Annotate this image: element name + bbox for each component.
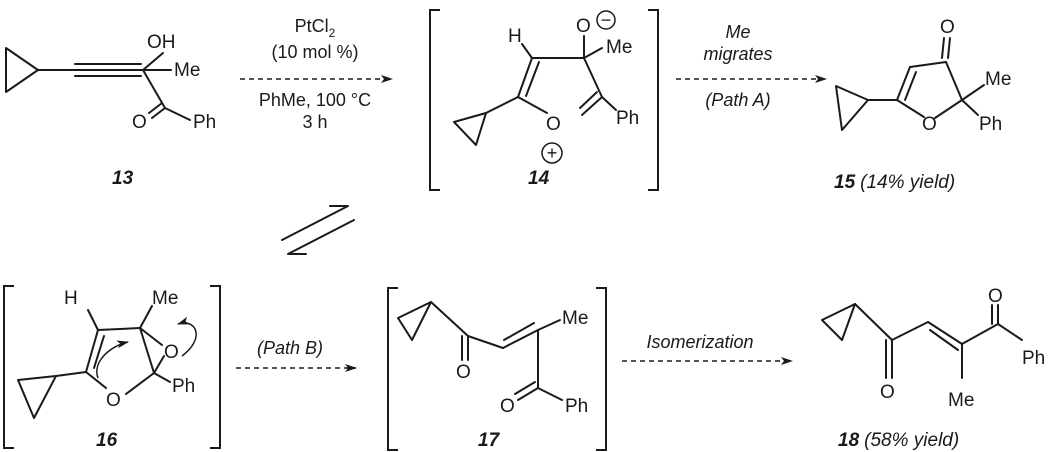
path-a-line2: migrates — [703, 44, 772, 64]
intermediate-16: H Me O O Ph 16 — [3, 285, 221, 451]
product-18-o-benzoyl-label: O — [988, 286, 1003, 307]
intermediate-16-bonds — [17, 305, 171, 419]
product-18-number: 18 — [838, 430, 860, 451]
product-15-me-label: Me — [985, 69, 1011, 90]
intermediate-16-right-bracket — [210, 285, 221, 449]
intermediate-17-o-ketone-label: O — [456, 362, 471, 383]
product-15-yield: (14% yield) — [860, 172, 955, 193]
intermediate-14-plus-circle — [541, 142, 563, 164]
intermediate-14-number: 14 — [528, 168, 550, 189]
intermediate-17-right-bracket — [596, 287, 607, 451]
intermediate-16-number: 16 — [96, 430, 118, 451]
product-18-yield: (58% yield) — [864, 430, 959, 451]
intermediate-14-right-bracket — [648, 9, 659, 191]
path-a-line1: Me — [725, 22, 750, 42]
equilibrium-forward-arrow — [281, 205, 349, 241]
product-15-number: 15 — [834, 172, 856, 193]
product-18-bonds — [821, 303, 1023, 379]
intermediate-16-o-epox-label: O — [164, 342, 179, 363]
intermediate-17: O Me O Ph 17 — [387, 287, 607, 451]
equilibrium-reverse-arrow — [287, 219, 355, 255]
product-15-caption: 15(14% yield) — [834, 172, 955, 193]
isomerization-label: Isomerization — [646, 332, 753, 352]
step1-loading: (10 mol %) — [271, 42, 358, 62]
product-18: O Ph O Me 18(58% yield) — [821, 286, 1045, 451]
product-15: O Me O Ph 15(14% yield) — [834, 17, 1011, 193]
compound-13-oh-label: OH — [147, 32, 176, 53]
intermediate-14-o-minus-label: O — [576, 16, 591, 37]
product-18-caption: 18(58% yield) — [838, 430, 959, 451]
product-15-o-ring-label: O — [922, 114, 937, 135]
step1-conditions: PtCl2 (10 mol %) PhMe, 100 °C 3 h — [259, 16, 371, 132]
product-18-o-ketone-label: O — [880, 382, 895, 403]
intermediate-17-bonds — [397, 301, 563, 401]
step1-time: 3 h — [302, 112, 327, 132]
intermediate-16-left-bracket — [3, 285, 14, 449]
compound-13-bonds — [5, 47, 191, 121]
intermediate-16-ph-label: Ph — [172, 376, 195, 397]
intermediate-14-ph-label: Ph — [616, 108, 639, 129]
intermediate-14-bonds — [453, 35, 617, 146]
intermediate-14-plus-sign: + — [547, 143, 558, 163]
intermediate-16-curved-arrows — [96, 316, 197, 379]
intermediate-14-minus-circle — [596, 10, 616, 30]
step1-reagent-sub: 2 — [329, 26, 336, 40]
intermediate-17-ph-label: Ph — [565, 396, 588, 417]
path-a-conditions: Me migrates (Path A) — [703, 22, 772, 110]
product-18-ph-label: Ph — [1022, 348, 1045, 369]
intermediate-17-number: 17 — [478, 430, 501, 451]
compound-13: OH Me O Ph 13 — [5, 32, 216, 189]
step1-reagent: PtCl2 — [295, 16, 336, 40]
intermediate-16-h-label: H — [64, 288, 78, 309]
path-a-line3: (Path A) — [705, 90, 770, 110]
intermediate-14-o-ring-label: O — [546, 114, 561, 135]
compound-13-o-label: O — [132, 112, 147, 133]
product-15-ph-label: Ph — [979, 114, 1002, 135]
intermediate-14-h-label: H — [508, 26, 522, 47]
intermediate-14-me-label: Me — [606, 37, 632, 58]
product-15-o-carbonyl-label: O — [940, 17, 955, 38]
intermediate-14-minus-sign: − — [601, 10, 612, 30]
step1-solvent-temp: PhMe, 100 °C — [259, 90, 371, 110]
intermediate-17-o-benzoyl-label: O — [500, 396, 515, 417]
intermediate-16-o-ring-label: O — [106, 390, 121, 411]
intermediate-14: H O − Me O Ph + 14 — [429, 9, 659, 191]
step1-reagent-main: PtCl — [295, 16, 329, 36]
intermediate-17-me-label: Me — [562, 308, 588, 329]
intermediate-16-me-label: Me — [152, 288, 178, 309]
compound-13-ph-label: Ph — [193, 112, 216, 133]
intermediate-17-left-bracket — [387, 287, 398, 451]
intermediate-14-left-bracket — [429, 9, 440, 191]
compound-13-me-label: Me — [174, 60, 200, 81]
compound-13-number: 13 — [112, 168, 134, 189]
path-b-label: (Path B) — [257, 338, 323, 358]
product-15-bonds — [835, 37, 985, 131]
product-18-me-label: Me — [948, 390, 974, 411]
equilibrium-arrows — [281, 205, 355, 255]
